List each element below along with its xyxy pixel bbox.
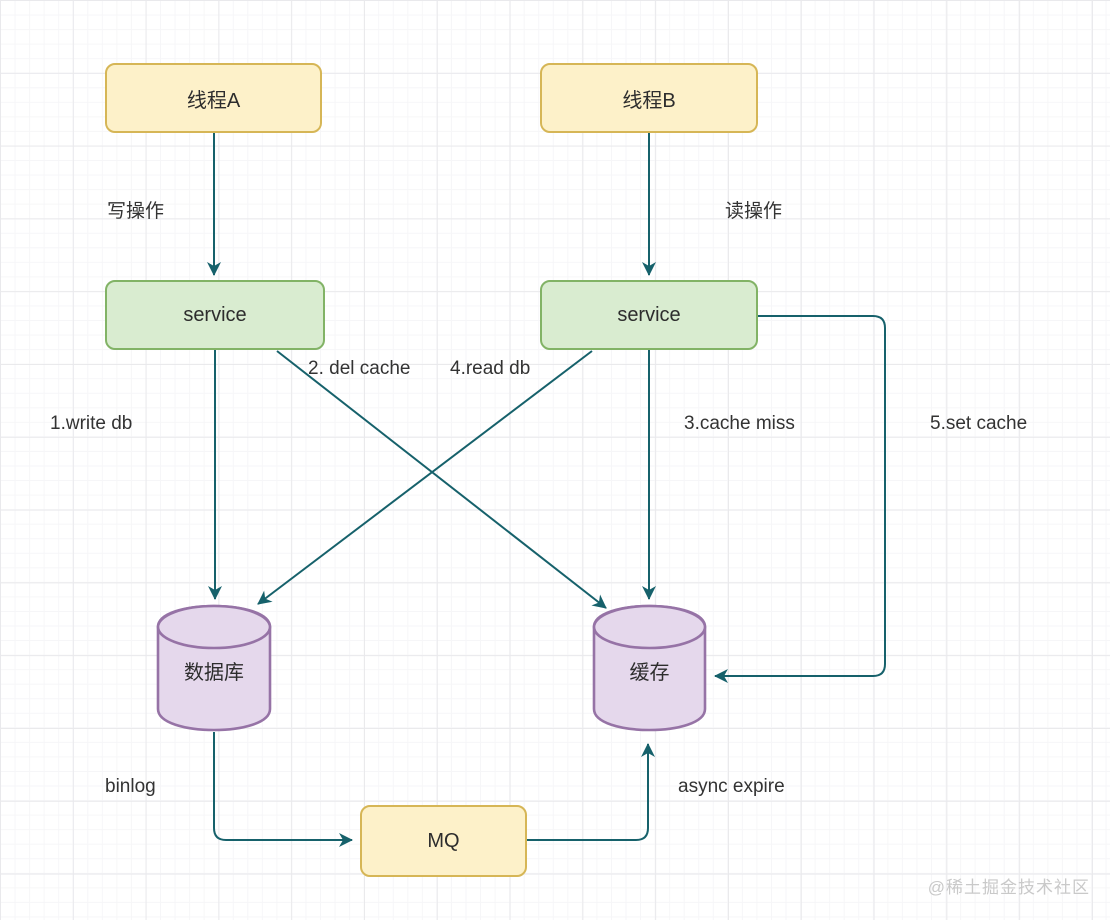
edge-label-read-op: 读操作 [725, 201, 783, 222]
watermark: @稀土掘金技术社区 [927, 878, 1090, 897]
edge-label-cache-miss: 3.cache miss [684, 413, 795, 434]
cache-cylinder-rim [592, 604, 707, 650]
edge-label-write-op: 写操作 [107, 201, 165, 222]
node-service-a-label: service [183, 303, 247, 326]
cache-cylinder[interactable] [592, 604, 707, 732]
node-service-b[interactable]: service [540, 280, 758, 350]
node-thread-b[interactable]: 线程B [540, 63, 758, 133]
database-cylinder-rim [156, 604, 272, 650]
node-thread-a-label: 线程A [186, 89, 241, 112]
database-cylinder[interactable] [156, 604, 272, 732]
node-mq[interactable]: MQ [360, 805, 527, 877]
node-service-b-label: service [617, 303, 681, 326]
edge-label-read-db: 4.read db [450, 358, 531, 379]
edge-del-cache [276, 350, 607, 609]
edge-label-async-expire: async expire [678, 776, 785, 797]
edge-async-expire [527, 743, 655, 841]
edge-label-binlog: binlog [105, 776, 156, 797]
edge-set-cache [714, 315, 886, 683]
node-service-a[interactable]: service [105, 280, 325, 350]
edge-read-db [257, 350, 593, 605]
node-database-label: 数据库 [184, 661, 244, 684]
edge-label-set-cache: 5.set cache [930, 413, 1028, 434]
node-thread-b-label: 线程B [622, 89, 676, 112]
edge-label-write-db: 1.write db [50, 413, 133, 434]
node-cache-label: 缓存 [629, 661, 670, 684]
edge-binlog [213, 732, 353, 847]
node-mq-label: MQ [427, 829, 460, 852]
edge-label-del-cache: 2. del cache [308, 358, 411, 379]
node-thread-a[interactable]: 线程A [105, 63, 322, 133]
